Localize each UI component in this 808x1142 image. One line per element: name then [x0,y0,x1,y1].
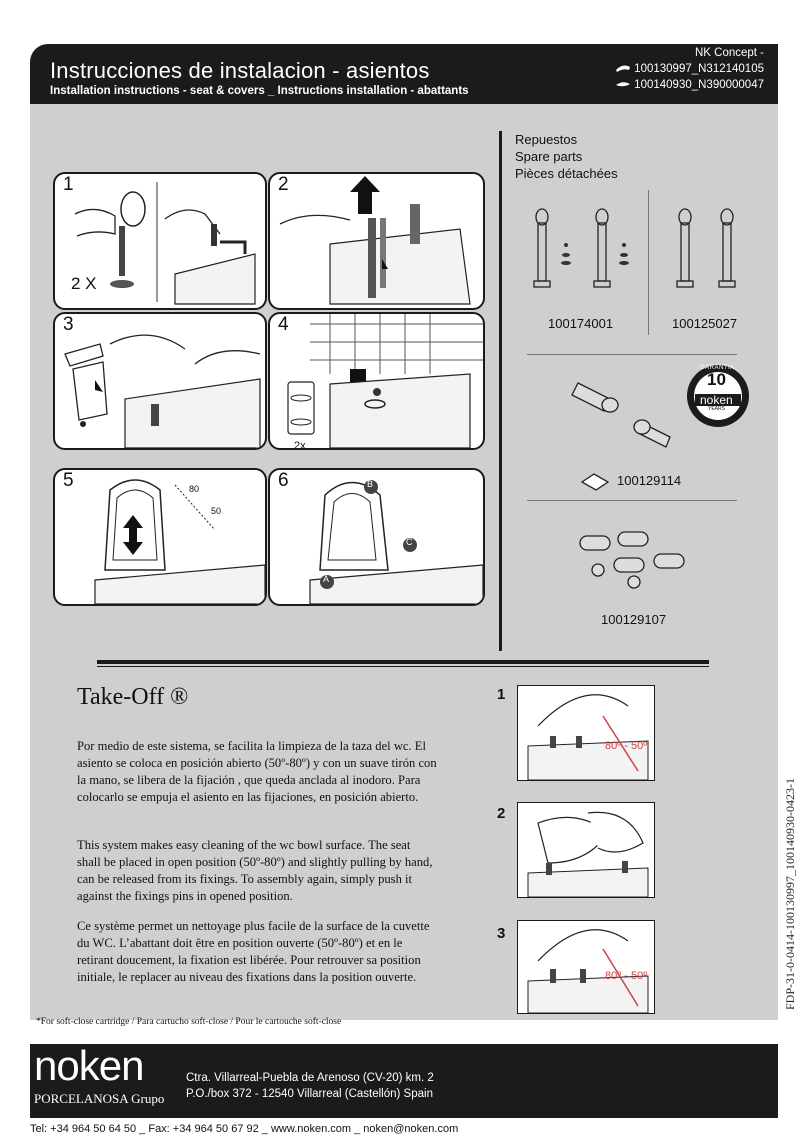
vertical-divider [499,131,502,651]
badge-number: 10 [707,370,726,389]
fit-seat-drawing [309,480,483,604]
takeoff-step-2-illustration [517,802,655,898]
takeoff-step-number: 1 [497,686,506,703]
unscrew-fixing-drawing [74,182,256,305]
takeoff-step-1-illustration [517,685,655,781]
part-number-100129114: 100129114 [617,473,682,488]
product-line: NK Concept - [694,47,764,59]
cover-icon [616,82,631,87]
contact-line: Tel: +34 964 50 64 50 _ Fax: +34 964 50 … [30,1123,459,1135]
footer-bar: noken PORCELANOSA Grupo Ctra. Villarreal… [30,1042,778,1118]
badge-brand: noken [700,393,733,407]
warranty-badge [687,365,749,427]
takeoff-step-number: 3 [497,925,506,942]
marker-b: B [367,479,374,489]
step-number: 5 [63,470,74,491]
spare-parts-heading: Repuestos Spare parts Pièces détachées [515,132,618,181]
step-2-illustration: 2 [268,172,485,310]
group-name: PORCELANOSA Grupo [34,1091,165,1106]
takeoff-step-number: 2 [497,805,506,822]
section-divider-thin [97,666,709,667]
product-code-1: 100130997_N312140105 [615,63,764,75]
insert-fixing-drawing [279,176,471,305]
badge-years: YEARS [708,406,725,412]
step-5-illustration: 5 80 50 [53,468,267,606]
step-4-illustration: 4 2x [268,312,485,450]
step-number: 3 [63,314,74,335]
description-es: Por medio de este sistema, se facilita l… [77,739,437,804]
spare-divider-vertical [648,190,649,335]
angle-label-80: 80 [189,484,200,494]
marker-c: C [406,537,413,547]
step-3-illustration: 3 [53,312,267,450]
part-number-100174001: 100174001 [548,316,614,331]
badge-top-text: GARANTIA [700,365,735,371]
takeoff-step-3-illustration [517,920,655,1014]
footnote: *For soft-close cartridge / Para cartuch… [36,1017,342,1027]
part-number-100129107: 100129107 [601,612,667,627]
angle-label-50: 50 [211,506,222,516]
angle-range-label: 80º - 50º [605,970,648,982]
cartridge-tray-icon [580,473,610,491]
open-seat-drawing [94,479,265,604]
section-divider [97,660,709,664]
document-title: Instrucciones de instalacion - asientos [50,58,430,83]
spare-divider-2 [527,500,737,501]
step-number: 6 [278,470,289,491]
description-fr: Ce système permet un nettoyage plus faci… [77,919,430,984]
quantity-label: 2x [294,440,306,450]
header-bar: Instrucciones de instalacion - asientos … [30,44,778,104]
soft-close-cartridge-drawing [571,382,671,448]
step-number: 1 [63,174,74,195]
marker-a: A [323,574,330,584]
document-code: FDP-31-0-0414-100130997_100140930-0423-1 [783,778,797,1010]
seat-icon [616,66,631,73]
takeoff-title: Take-Off ® [77,684,189,710]
spare-divider-1 [527,354,737,355]
part-number-100125027: 100125027 [672,316,738,331]
product-code-2: 100140930_N390000047 [615,79,764,91]
dispose-packaging-drawing [64,334,261,448]
fixing-pins-drawing [533,208,736,288]
document-subtitle: Installation instructions - seat & cover… [50,85,469,97]
address-line-1: Ctra. Villarreal-Puebla de Arenoso (CV-2… [186,1072,434,1084]
description-en: This system makes easy cleaning of the w… [77,838,433,903]
bumpers-drawing [579,531,685,589]
step-6-illustration: 6 B C A [268,468,485,606]
address-line-2: P.O./box 372 - 12540 Villarreal (Castell… [186,1088,433,1100]
angle-range-label: 80º - 50º [605,740,648,752]
step-number: 4 [278,314,289,335]
step-number: 2 [278,174,289,195]
step-1-illustration: 1 2 X [53,172,267,310]
place-washers-drawing [287,314,483,448]
brand-logo: noken [34,1042,144,1089]
quantity-label: 2 X [71,274,97,293]
